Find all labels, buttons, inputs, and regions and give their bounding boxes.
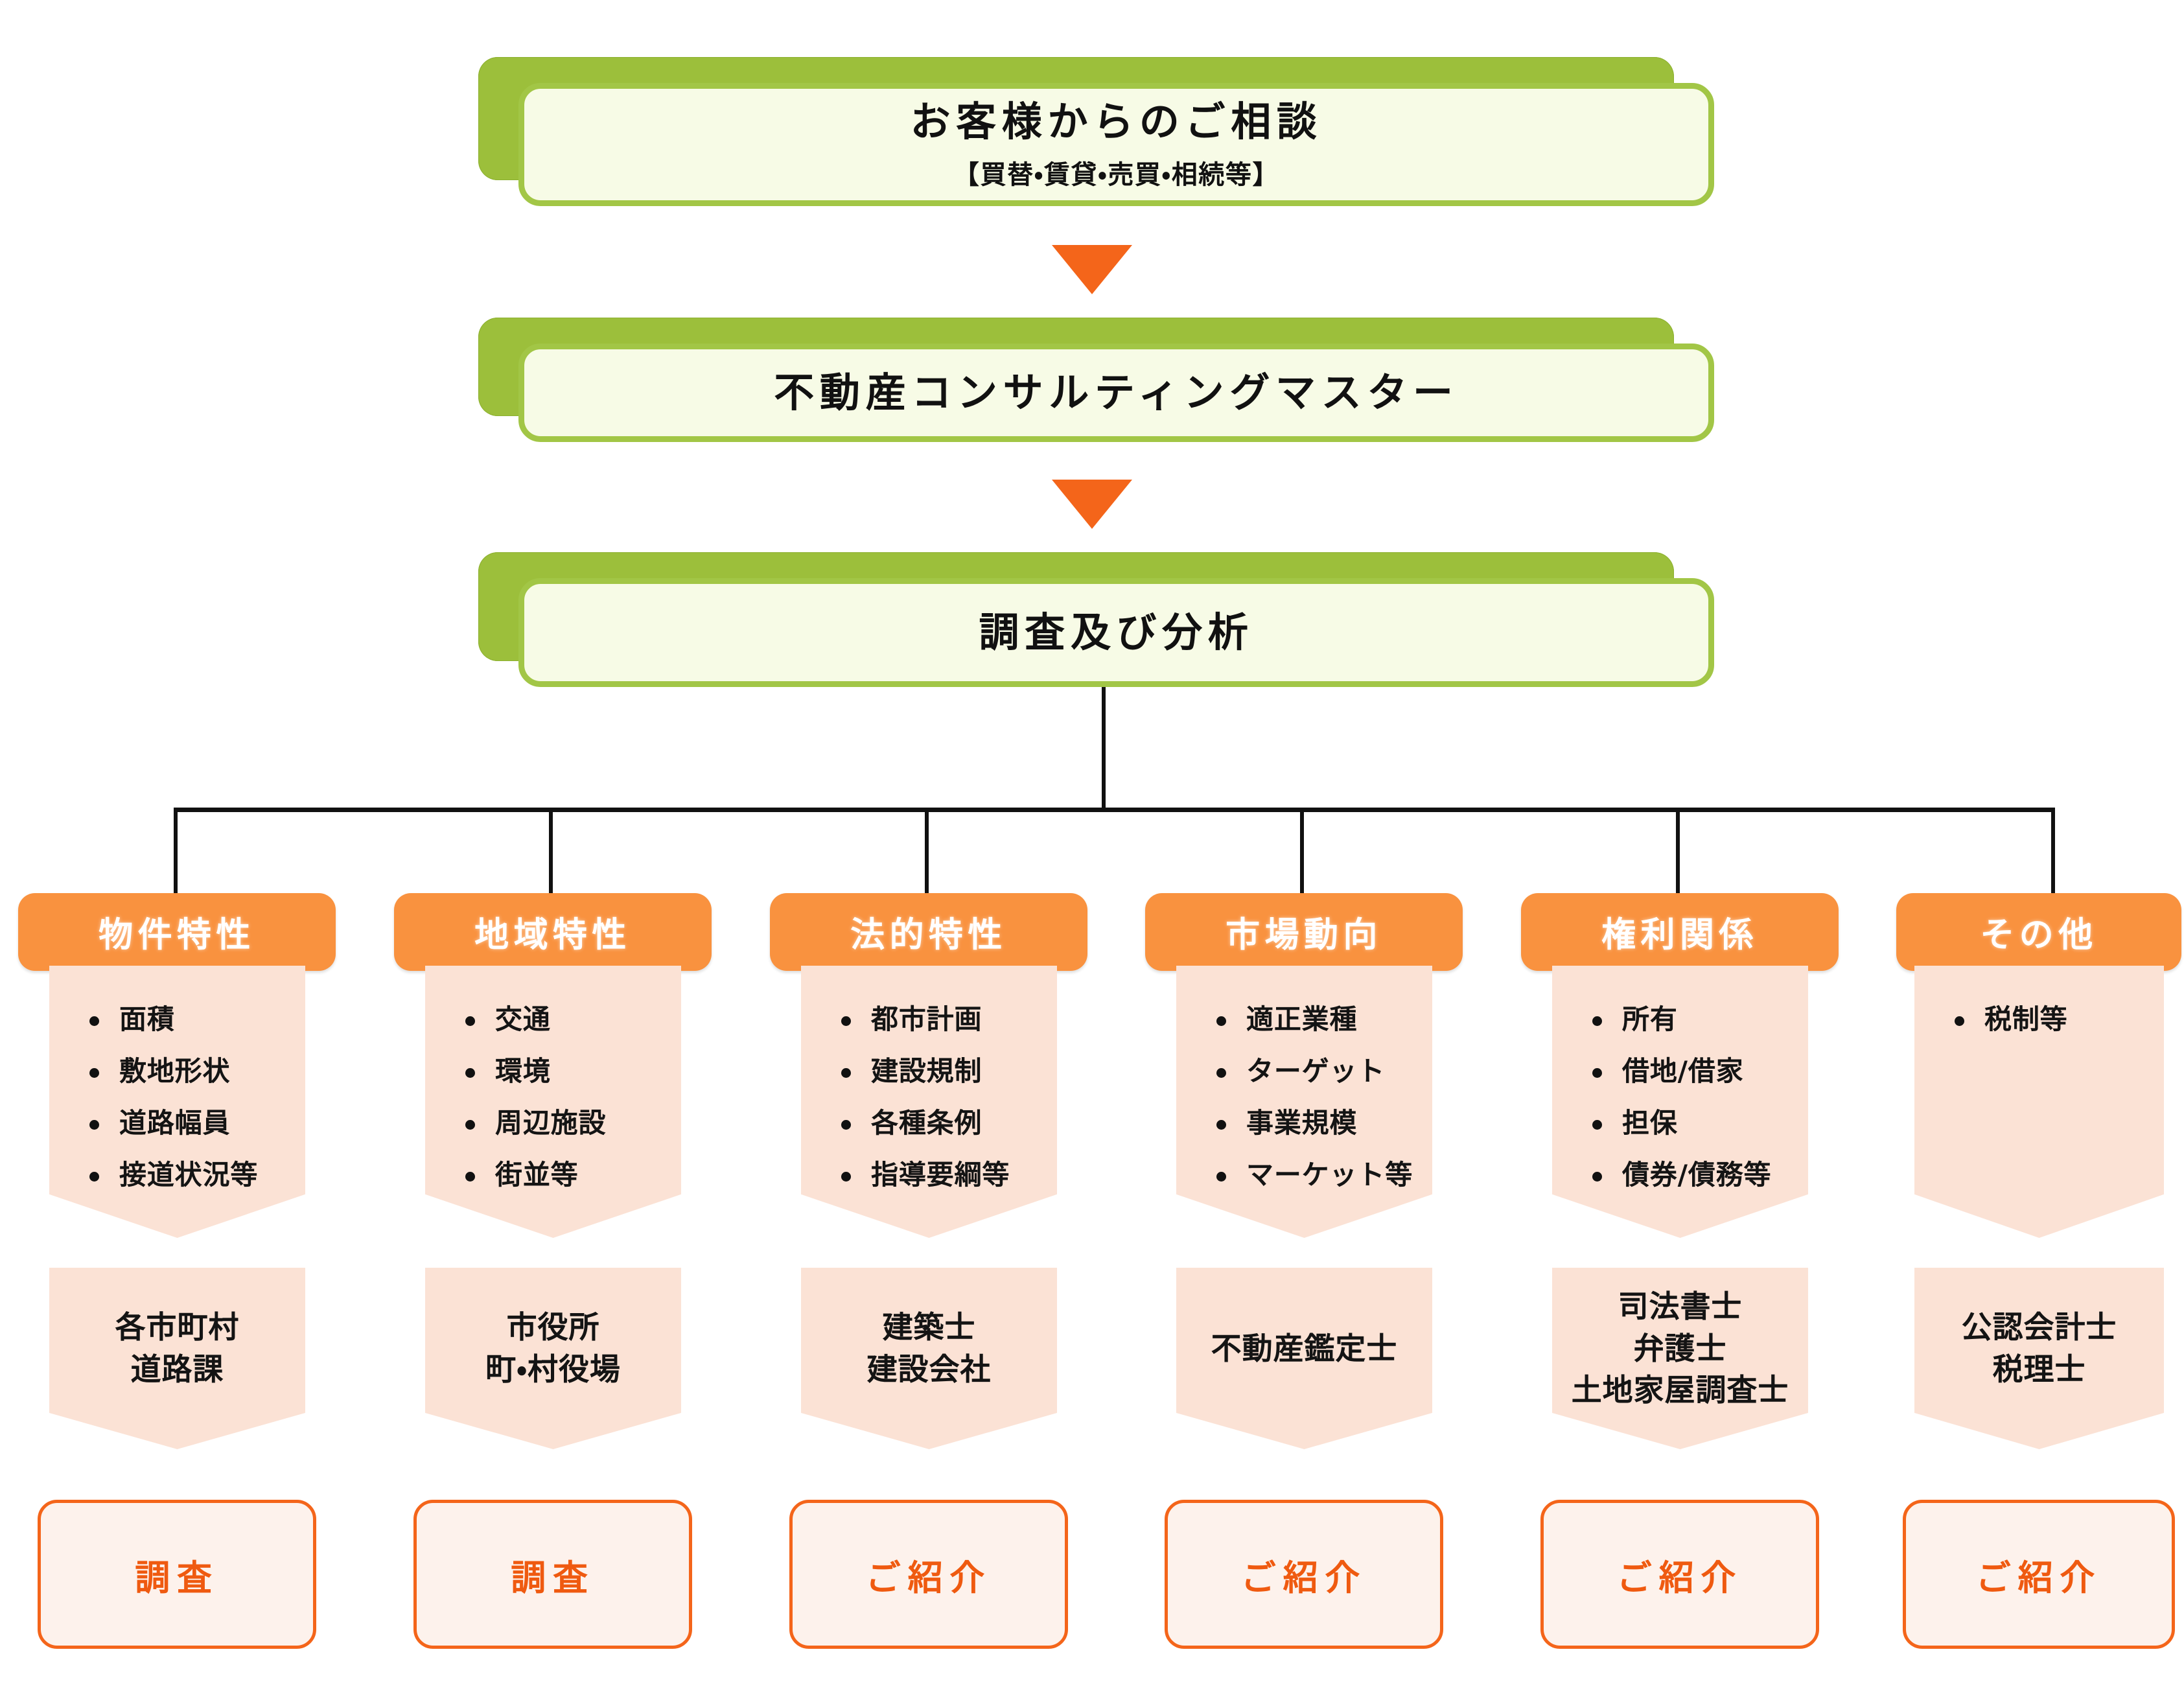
connector-drop-1 — [174, 808, 178, 898]
professional-panel-6: 公認会計士税理士 — [1914, 1268, 2164, 1449]
professional-label: 公認会計士税理士 — [1961, 1310, 2117, 1388]
action-button-label: ご紹介 — [1240, 1557, 1367, 1598]
list-item: 担保 — [1588, 1110, 1808, 1137]
list-item: 債券/債務等 — [1588, 1161, 1808, 1189]
professional-label: 各市町村道路課 — [115, 1310, 240, 1388]
list-item: ターゲット — [1213, 1058, 1432, 1085]
professional-label: 司法書士弁護士土地家屋調査士 — [1571, 1288, 1789, 1409]
list-item: 敷地形状 — [86, 1058, 305, 1085]
category-item-list: 適正業種 ターゲット 事業規模 マーケット等 — [1176, 966, 1432, 1189]
flow-box-consultation: お客様からのご相談 【買替・賃貸・売買・相続等】 — [478, 57, 1714, 206]
professional-label: 不動産鑑定士 — [1211, 1331, 1398, 1367]
category-header-label: 権利関係 — [1601, 915, 1758, 955]
category-item-list: 面積 敷地形状 道路幅員 接道状況等 — [49, 966, 305, 1189]
category-header-3[interactable]: 法的特性 — [770, 893, 1087, 971]
category-header-label: その他 — [1980, 915, 2098, 955]
list-item: 面積 — [86, 1006, 305, 1033]
box-face: 調査及び分析 — [518, 578, 1714, 687]
list-item: 街並等 — [461, 1161, 681, 1189]
category-header-5[interactable]: 権利関係 — [1521, 893, 1839, 971]
list-item: 道路幅員 — [86, 1110, 305, 1137]
category-items-panel-2: 交通 環境 周辺施設 街並等 — [425, 966, 681, 1238]
action-button-label: ご紹介 — [865, 1557, 992, 1598]
flow-box-2-title: 不動産コンサルティングマスター — [774, 368, 1459, 416]
connector-drop-4 — [1300, 808, 1304, 898]
triangle-down-icon-2 — [1052, 480, 1132, 529]
box-face: お客様からのご相談 【買替・賃貸・売買・相続等】 — [518, 83, 1714, 206]
flow-box-1-title: お客様からのご相談 — [910, 97, 1323, 145]
category-item-list: 税制等 — [1914, 966, 2164, 1033]
list-item: 接道状況等 — [86, 1161, 305, 1189]
list-item: 事業規模 — [1213, 1110, 1432, 1137]
list-item: 所有 — [1588, 1006, 1808, 1033]
list-item: 周辺施設 — [461, 1110, 681, 1137]
connector-drop-6 — [2051, 808, 2055, 898]
list-item: 建設規制 — [837, 1058, 1057, 1085]
professional-label: 市役所町・村役場 — [485, 1310, 621, 1388]
category-items-panel-6: 税制等 — [1914, 966, 2164, 1238]
category-header-4[interactable]: 市場動向 — [1145, 893, 1463, 971]
professional-panel-4: 不動産鑑定士 — [1176, 1268, 1432, 1449]
action-button-2[interactable]: 調査 — [413, 1500, 692, 1649]
professional-panel-5: 司法書士弁護士土地家屋調査士 — [1552, 1268, 1808, 1449]
flow-box-1-subtitle: 【買替・賃貸・売買・相続等】 — [953, 160, 1280, 191]
category-item-list: 都市計画 建設規制 各種条例 指導要綱等 — [801, 966, 1057, 1189]
category-item-list: 所有 借地/借家 担保 債券/債務等 — [1552, 966, 1808, 1189]
connector-trunk — [1102, 687, 1106, 810]
connector-bar — [174, 808, 2053, 812]
action-button-5[interactable]: ご紹介 — [1540, 1500, 1819, 1649]
professional-label: 建築士建設会社 — [866, 1310, 992, 1388]
category-header-1[interactable]: 物件特性 — [18, 893, 336, 971]
list-item: 指導要綱等 — [837, 1161, 1057, 1189]
list-item: 各種条例 — [837, 1110, 1057, 1137]
list-item: 交通 — [461, 1006, 681, 1033]
list-item: 適正業種 — [1213, 1006, 1432, 1033]
action-button-label: ご紹介 — [1616, 1557, 1743, 1598]
category-items-panel-1: 面積 敷地形状 道路幅員 接道状況等 — [49, 966, 305, 1238]
category-header-label: 地域特性 — [474, 915, 631, 955]
action-button-3[interactable]: ご紹介 — [789, 1500, 1068, 1649]
category-header-6[interactable]: その他 — [1896, 893, 2181, 971]
category-header-label: 法的特性 — [850, 915, 1007, 955]
professional-panel-3: 建築士建設会社 — [801, 1268, 1057, 1449]
professional-panel-1: 各市町村道路課 — [49, 1268, 305, 1449]
action-button-label: 調査 — [135, 1557, 219, 1598]
category-header-label: 物件特性 — [99, 915, 255, 955]
triangle-down-icon-1 — [1052, 245, 1132, 294]
flow-box-3-title: 調査及び分析 — [979, 608, 1254, 656]
list-item: 税制等 — [1951, 1006, 2164, 1033]
category-items-panel-5: 所有 借地/借家 担保 債券/債務等 — [1552, 966, 1808, 1238]
category-items-panel-4: 適正業種 ターゲット 事業規模 マーケット等 — [1176, 966, 1432, 1238]
action-button-6[interactable]: ご紹介 — [1903, 1500, 2175, 1649]
action-button-1[interactable]: 調査 — [38, 1500, 316, 1649]
flow-box-survey-analysis: 調査及び分析 — [478, 552, 1714, 687]
connector-drop-3 — [925, 808, 929, 898]
category-items-panel-3: 都市計画 建設規制 各種条例 指導要綱等 — [801, 966, 1057, 1238]
connector-drop-5 — [1676, 808, 1680, 898]
box-face: 不動産コンサルティングマスター — [518, 344, 1714, 442]
flow-box-master: 不動産コンサルティングマスター — [478, 318, 1714, 442]
category-header-label: 市場動向 — [1226, 915, 1382, 955]
professional-panel-2: 市役所町・村役場 — [425, 1268, 681, 1449]
list-item: マーケット等 — [1213, 1161, 1432, 1189]
action-button-label: ご紹介 — [1975, 1557, 2102, 1598]
action-button-label: 調査 — [511, 1557, 595, 1598]
list-item: 借地/借家 — [1588, 1058, 1808, 1085]
category-item-list: 交通 環境 周辺施設 街並等 — [425, 966, 681, 1189]
connector-drop-2 — [549, 808, 553, 898]
list-item: 環境 — [461, 1058, 681, 1085]
action-button-4[interactable]: ご紹介 — [1165, 1500, 1443, 1649]
category-header-2[interactable]: 地域特性 — [394, 893, 712, 971]
list-item: 都市計画 — [837, 1006, 1057, 1033]
